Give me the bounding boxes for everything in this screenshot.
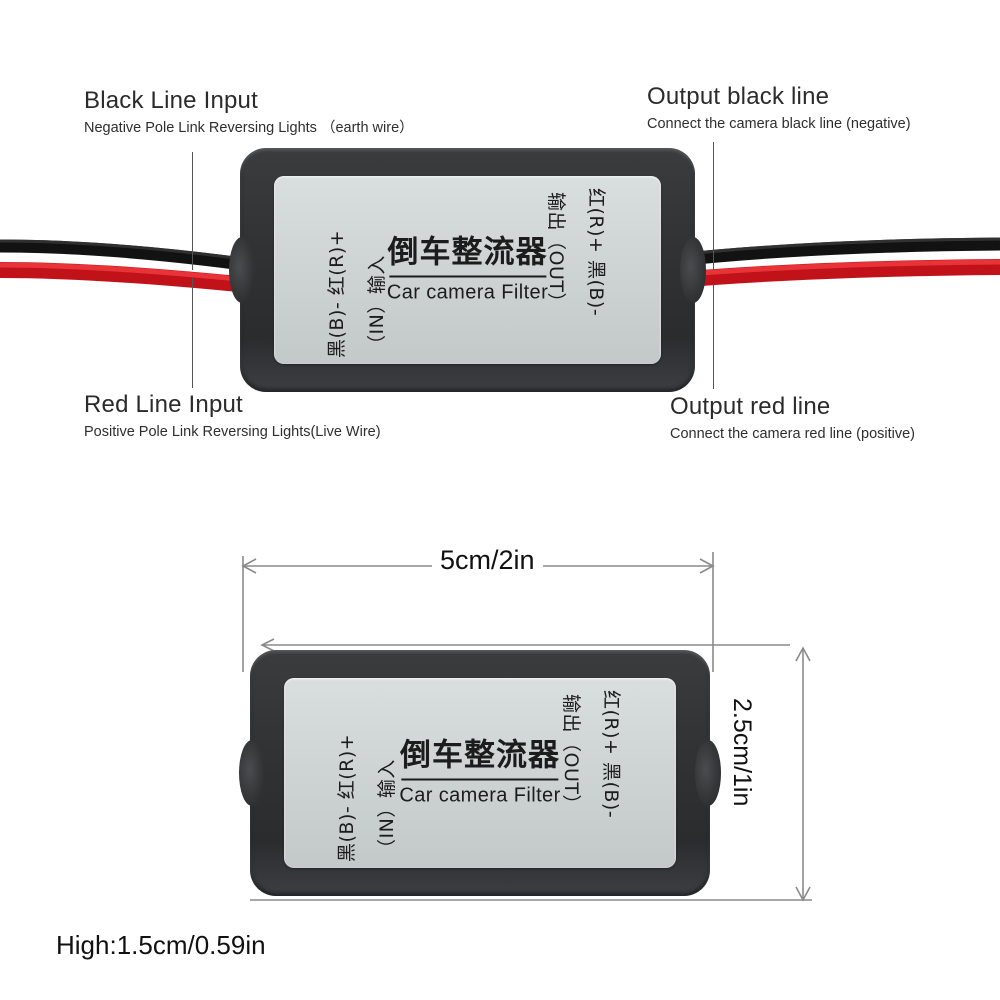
case-seam [260,892,700,904]
brand-name-cn: 倒车整流器 [387,234,548,271]
brand-divider [388,275,547,278]
label-input-direction: （IN）输入 [366,255,388,354]
device-label-plate: 黑(B)- 红(R)+ （IN）输入 输出（OUT） 红(R)+ 黑(B)- 倒… [284,678,676,868]
annotation-output-red-line: Output red line Connect the camera red l… [670,393,916,444]
annotation-subtitle: Positive Pole Link Reversing Lights(Live… [84,424,381,441]
cable-grommet-right [695,740,721,806]
annotation-output-black-line: Output black line Connect the camera bla… [647,83,911,134]
annotation-subtitle: Connect the camera red line (positive) [670,426,916,443]
filter-device-bottom: 黑(B)- 红(R)+ （IN）输入 输出（OUT） 红(R)+ 黑(B)- 倒… [239,650,721,904]
brand-name-cn: 倒车整流器 [400,737,560,774]
annotation-red-line-input: Red Line Input Positive Pole Link Revers… [84,391,381,442]
label-input-polarity: 黑(B)- 红(R)+ [336,733,358,862]
dimension-width-label: 5cm/2in [432,545,543,576]
leader-line-output-black [713,142,714,270]
annotation-title: Output red line [670,393,831,420]
brand-divider [401,778,559,781]
annotation-subtitle: Connect the camera black line (negative) [647,116,911,133]
annotation-title: Red Line Input [84,391,243,418]
annotation-title: Black Line Input [84,87,258,114]
dimension-height-label: 2.5cm/1in [723,690,760,815]
label-input-direction: （IN）输入 [376,759,398,858]
annotation-black-line-input: Black Line Input Negative Pole Link Reve… [84,87,414,138]
cable-grommet-left [239,740,265,806]
label-input-polarity: 黑(B)- 红(R)+ [326,229,348,358]
label-output-direction: 输出（OUT） [560,694,582,814]
brand-block: 倒车整流器 Car camera Filter [386,234,549,304]
annotation-subtitle: Negative Pole Link Reversing Lights （ear… [84,120,414,137]
device-label-plate: 黑(B)- 红(R)+ （IN）输入 输出（OUT） 红(R)+ 黑(B)- 倒… [274,176,661,364]
filter-device-top: 黑(B)- 红(R)+ （IN）输入 输出（OUT） 红(R)+ 黑(B)- 倒… [229,148,706,400]
annotation-title: Output black line [647,83,830,110]
brand-block: 倒车整流器 Car camera Filter [399,737,561,807]
brand-name-en: Car camera Filter [399,784,561,807]
label-output-polarity: 红(R)+ 黑(B)- [600,690,622,819]
brand-name-en: Car camera Filter [386,281,549,304]
label-output-polarity: 红(R)+ 黑(B)- [585,188,607,317]
cable-grommet-left [229,237,255,303]
dimension-depth-label: High:1.5cm/0.59in [56,930,266,960]
leader-line-red-input [192,278,193,388]
cable-grommet-right [680,237,706,303]
leader-line-black-input [192,152,193,270]
leader-line-output-red [713,285,714,389]
